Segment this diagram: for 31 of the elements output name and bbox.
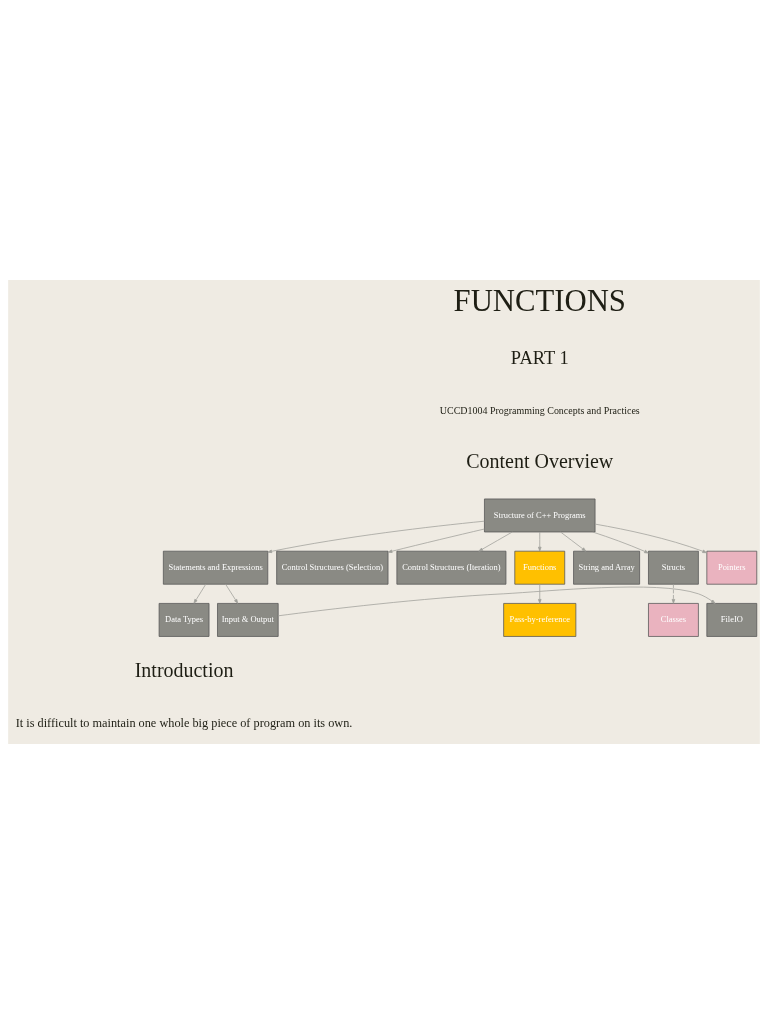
arrow — [387, 528, 485, 553]
node-box: Control Structures (Selection) — [276, 550, 389, 585]
node-box: Control Structures (Iteration) — [396, 550, 507, 585]
node-box: Structure of C++ Programs — [484, 498, 596, 533]
arrow — [277, 586, 716, 617]
node-box: Functions — [514, 550, 566, 585]
node-box: String and Array — [573, 550, 640, 585]
label: Introduction — [134, 659, 234, 682]
node-box: FileIO — [706, 603, 758, 637]
label: PART 1 — [510, 347, 569, 368]
label: UCCD1004 Programming Concepts and Practices — [439, 404, 640, 416]
node-box: Data Types — [158, 603, 210, 637]
label: Content Overview — [466, 450, 614, 473]
node-box: Input & Output — [217, 603, 279, 637]
arrow — [478, 531, 513, 552]
node-box: Structs — [648, 550, 699, 585]
node-box: Statements and Expressions — [162, 550, 269, 585]
arrow — [538, 531, 542, 552]
arrow — [592, 531, 649, 554]
arrow — [193, 583, 207, 604]
node-box: Pointers — [706, 550, 758, 585]
node-box: Classes — [648, 603, 699, 637]
arrow — [671, 583, 676, 604]
arrow — [538, 583, 542, 604]
arrow — [594, 523, 707, 554]
arrow — [267, 520, 485, 554]
arrow — [560, 531, 587, 552]
label: FUNCTIONS — [453, 283, 626, 318]
arrow — [225, 583, 239, 604]
node-box: Pass-by-reference — [503, 603, 577, 637]
label: It is difficult to maintain one whole big piece of program on its own. — [15, 716, 353, 731]
